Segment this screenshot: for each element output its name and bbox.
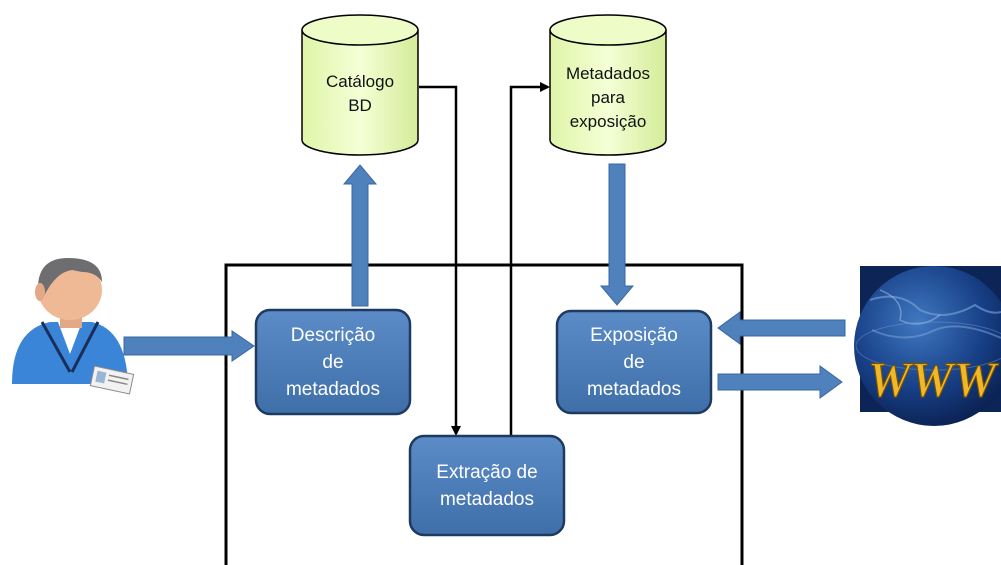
process-exposicao-label: Exposição de metadados [586,324,681,400]
connector-catalogo-to-extracao [419,85,461,436]
process-extracao [408,434,566,537]
globe-www-icon: WWW [854,266,1001,426]
arrow-metadados-to-exposicao [599,163,635,306]
arrow-descricao-to-catalogo [342,164,378,307]
arrow-exposicao-to-web [717,365,843,399]
process-descricao [254,308,412,416]
www-text: WWW [868,351,999,407]
database-metadados-exposicao-label: Metadados para exposição [565,64,651,131]
system-boundary [224,263,744,565]
arrow-user-to-descricao [123,330,255,362]
process-extracao-label: Extração de metadados [436,461,538,510]
database-catalogo [301,14,419,156]
connector-extracao-to-metadados [509,82,550,436]
user-icon [12,258,135,395]
process-exposicao [555,309,713,415]
arrow-web-to-exposicao [717,311,846,345]
process-descricao-label: Descrição de metadados [285,324,380,400]
database-metadados-exposicao [549,14,667,156]
database-catalogo-label: Catálogo BD [325,72,395,115]
